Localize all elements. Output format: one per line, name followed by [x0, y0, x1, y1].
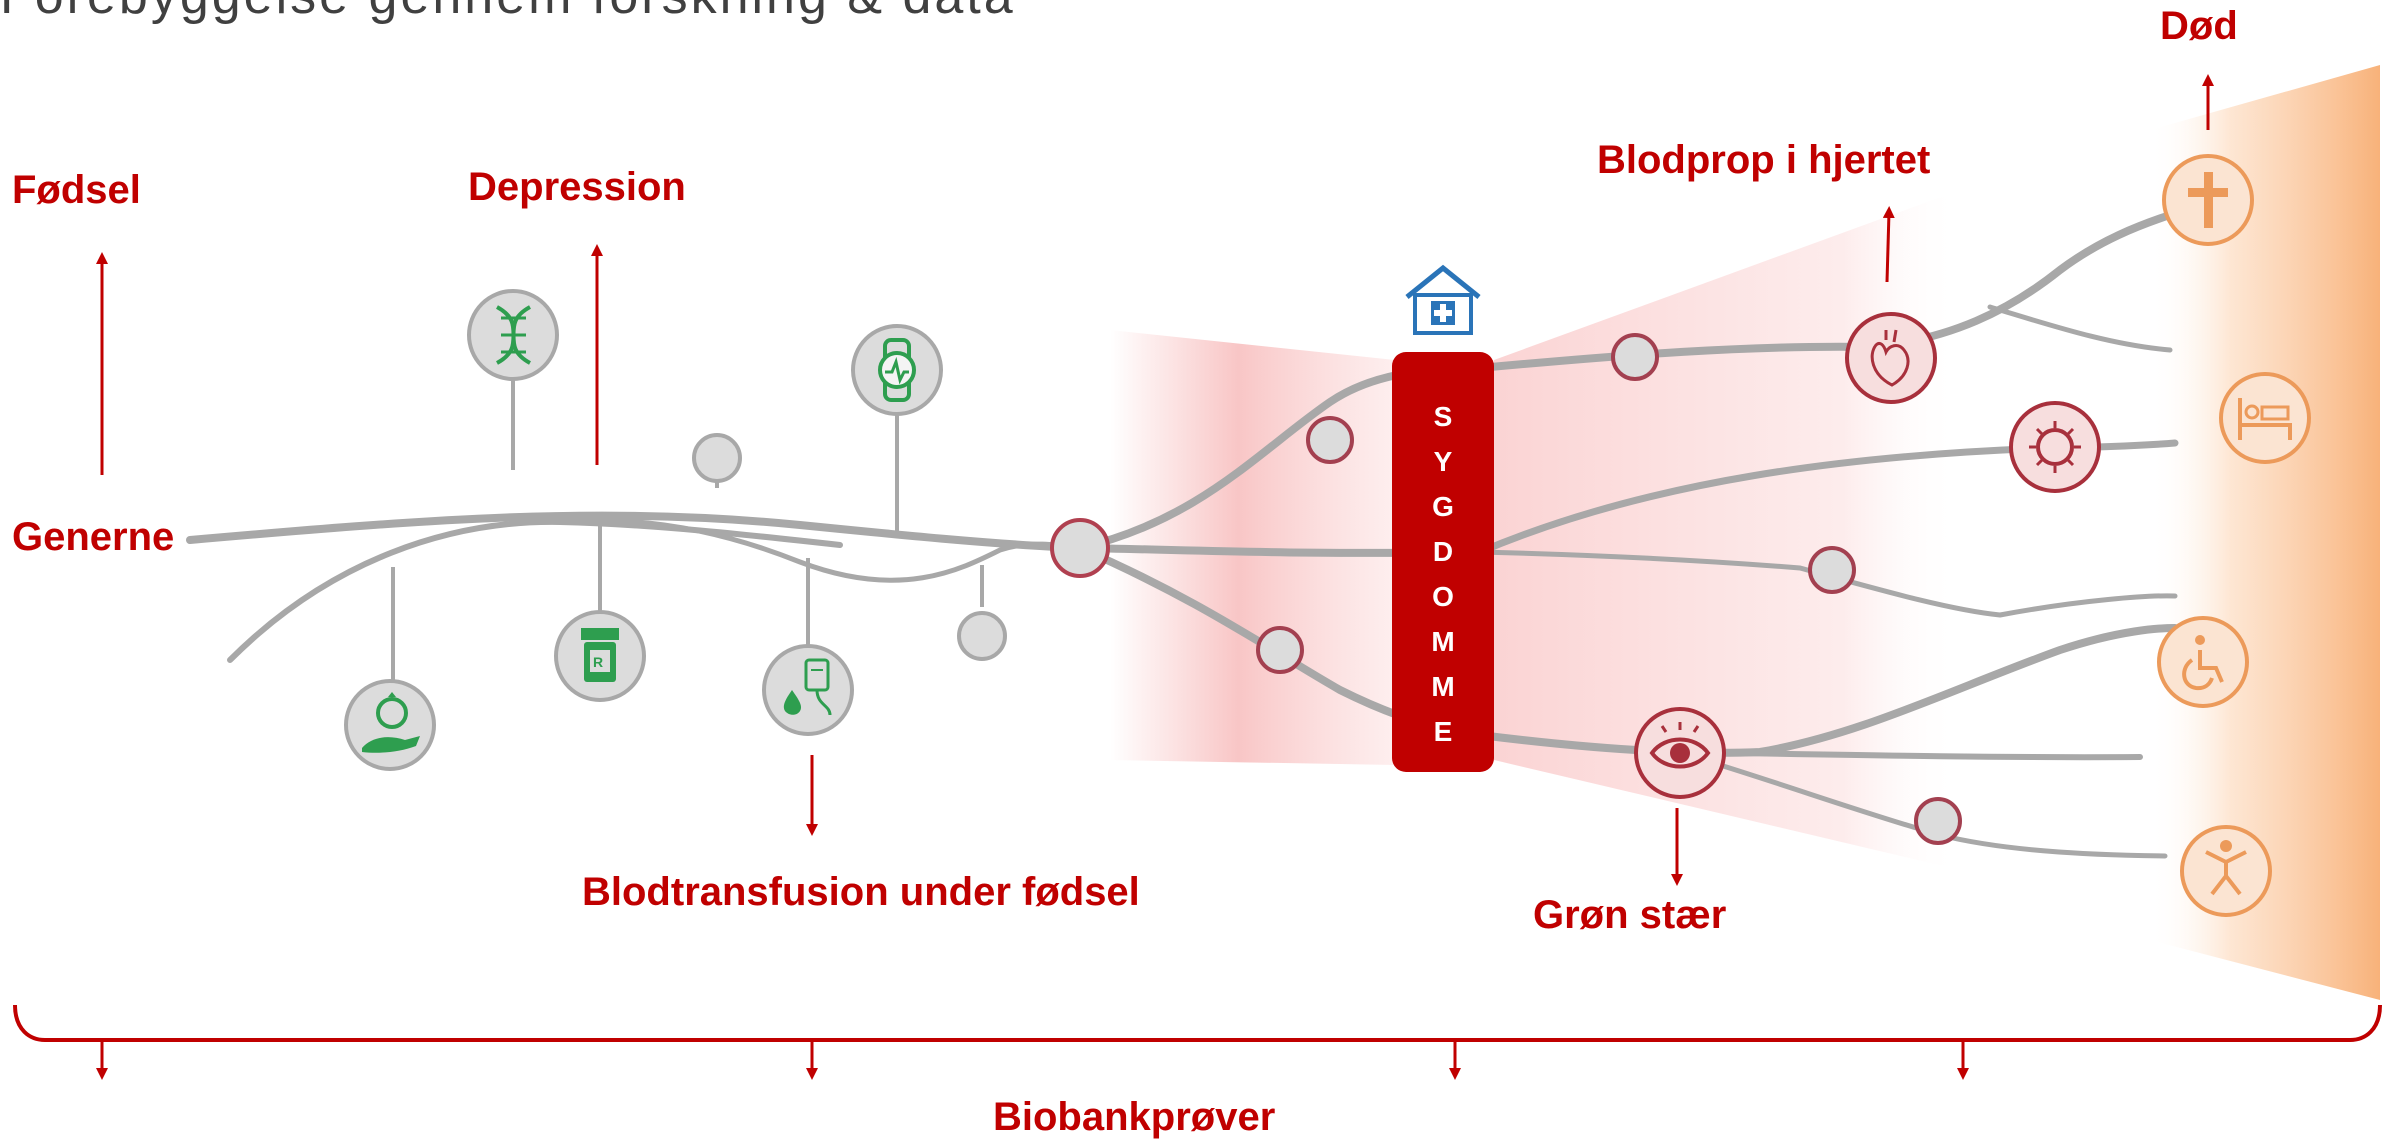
disease-letter: Y [1433, 446, 1453, 477]
prescription-bottle-icon: R [554, 610, 646, 702]
label-biobank: Biobankprøver [993, 1095, 1276, 1139]
stems [391, 378, 984, 685]
label-depression: Depression [468, 165, 686, 209]
biobank-bracket [13, 1004, 2382, 1042]
disease-letter: M [1431, 671, 1455, 702]
label-death: Død [2160, 4, 2238, 48]
heart-icon [1845, 312, 1937, 404]
dna-icon [467, 289, 559, 381]
svg-text:R: R [593, 654, 603, 670]
disease-letter: D [1432, 536, 1454, 567]
biobank-arrows [96, 1042, 1969, 1080]
event-nodes [1050, 333, 1962, 845]
smartwatch-icon [851, 324, 943, 416]
label-genes: Generne [12, 515, 175, 559]
label-heart-attack: Blodprop i hjertet [1597, 138, 1931, 182]
label-birth: Fødsel [12, 168, 141, 212]
active-person-icon [2180, 825, 2272, 917]
disease-letter: E [1433, 716, 1453, 747]
virus-icon [2009, 401, 2101, 493]
page-title: Forebyggelse gennem forskning & data [0, 0, 1016, 26]
eye-icon [1634, 707, 1726, 799]
disease-box: S Y G D O M M E [1392, 352, 1494, 772]
arrows [96, 74, 2214, 886]
label-glaucoma: Grøn stær [1533, 893, 1727, 937]
wheelchair-icon [2157, 616, 2249, 708]
cross-icon [2162, 154, 2254, 246]
disease-letter: G [1432, 491, 1454, 522]
disease-letter: S [1433, 401, 1453, 432]
outcome-zone [2150, 65, 2380, 1000]
hand-with-ring-icon [344, 679, 436, 771]
disease-letter: M [1431, 626, 1455, 657]
blood-drip-icon [762, 644, 854, 736]
hospital-icon [1405, 264, 1481, 335]
label-transfusion: Blodtransfusion under fødsel [582, 870, 1140, 914]
small-nodes [692, 433, 1007, 661]
disease-letter: O [1432, 581, 1454, 612]
hospital-bed-icon [2219, 372, 2311, 464]
